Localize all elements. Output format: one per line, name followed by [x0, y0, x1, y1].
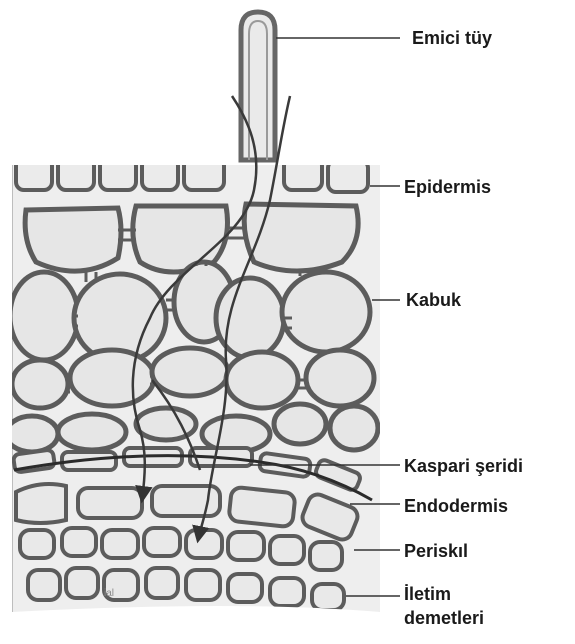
- label-cortex: Kabuk: [406, 290, 462, 310]
- label-vascular-line1: İletim: [404, 584, 451, 604]
- label-vascular-line2: demetleri: [404, 608, 484, 628]
- label-endodermis: Endodermis: [404, 496, 508, 516]
- label-root-hair: Emici tüy: [412, 28, 492, 48]
- label-epidermis: Epidermis: [404, 177, 491, 197]
- label-casparian-strip: Kaspari şeridi: [404, 456, 523, 476]
- epidermis-cells: [16, 158, 368, 192]
- root-hair: [241, 12, 275, 160]
- watermark-text: ial: [104, 588, 114, 599]
- label-pericycle: Periskıl: [404, 541, 468, 561]
